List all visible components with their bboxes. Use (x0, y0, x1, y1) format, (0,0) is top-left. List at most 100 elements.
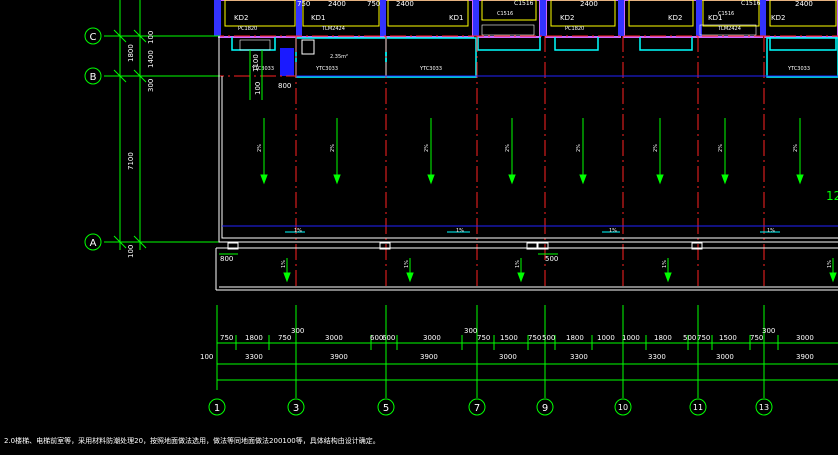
dim-left-100c: 100 (127, 245, 135, 258)
slope-label-8: 2% (793, 144, 799, 152)
tag-kd2-c: KD2 (668, 14, 682, 22)
building-outline (215, 36, 838, 291)
tag-kd2-a: KD2 (234, 14, 248, 22)
bottom-dimension-lines (216, 305, 838, 398)
footnote-text: 2.0楼梯、电梯前室等，采用材料防潮处理20，按照地面做法选用，做法等同地面做法… (4, 437, 380, 445)
dim-b1-e2: 300 (762, 327, 775, 335)
dim-b1-2: 750 (278, 334, 291, 342)
axis-bubble-7: 7 (468, 398, 486, 416)
dim-b1-5: 3000 (423, 334, 441, 342)
bottom-dim-row2: 3300 3900 3900 3000 3300 3300 3000 3900 … (200, 353, 814, 361)
dim-top-2400c: 2400 (580, 0, 598, 8)
dim-b2-0: 3300 (245, 353, 263, 361)
dim-b1-18: 3000 (796, 334, 814, 342)
dim-left-1100: 1100 (252, 54, 260, 72)
tag-c1516-d: C1516 (741, 0, 761, 7)
column-stubs (227, 242, 703, 250)
dim-top-2400d: 2400 (795, 0, 813, 8)
dim-b1-0: 750 (220, 334, 233, 342)
slope-label-5: 2% (576, 144, 582, 152)
dim-left-800: 800 (278, 82, 291, 90)
axis-bubble-5: 5 (377, 398, 395, 416)
side-label-12: 12 (826, 189, 838, 203)
slope-label-h3: 1% (609, 228, 617, 234)
tag-c1516-c: C1516 (514, 0, 534, 7)
left-dimensions (104, 0, 263, 250)
axis-label-a: A (90, 238, 97, 249)
dim-b1-1: 1800 (245, 334, 263, 342)
slope-label-3: 2% (424, 144, 430, 152)
axis-label-10: 10 (618, 403, 628, 412)
dim-b1-e1: 300 (464, 327, 477, 335)
dim-b1-7: 1500 (500, 334, 518, 342)
dim-top-750a: 750 (297, 0, 310, 8)
lower-dim-labels: 800 500 (220, 255, 558, 263)
dim-b1-6: 750 (477, 334, 490, 342)
dim-b2-3: 3000 (499, 353, 517, 361)
slope-labels: 2% 2% 2% 2% 2% 2% 2% 2% 1% 1% 1% 1% 1% 1… (257, 144, 833, 268)
dim-b2-5: 3300 (648, 353, 666, 361)
slope-label-b3: 1% (515, 260, 521, 268)
axis-bubble-c: C (84, 27, 102, 45)
dim-b2-left: 100 (200, 353, 213, 361)
tag-kd2-d: KD2 (771, 14, 785, 22)
slope-label-h2: 1% (456, 228, 464, 234)
axis-label-5: 5 (383, 403, 389, 414)
slope-label-h4: 1% (767, 228, 775, 234)
dim-b1-4: 600 (370, 334, 383, 342)
dim-top-2400b: 2400 (396, 0, 414, 8)
dim-b1-16: 1500 (719, 334, 737, 342)
slope-label-b1: 1% (281, 260, 287, 268)
slope-label-7: 2% (718, 144, 724, 152)
axis-label-c: C (90, 32, 97, 43)
upper-rooms (214, 0, 838, 78)
dim-b2-1: 3900 (330, 353, 348, 361)
dim-b1-17: 750 (750, 334, 763, 342)
dim-b1-10: 1800 (566, 334, 584, 342)
tag-tlm2424-a: TLM2424 (321, 26, 345, 32)
dim-left-1800: 1800 (127, 44, 135, 62)
dim-b1-13: 1800 (654, 334, 672, 342)
dim-b2-7: 3900 (796, 353, 814, 361)
axis-label-3: 3 (293, 403, 299, 414)
dim-b2-2: 3900 (420, 353, 438, 361)
axis-bubble-3: 3 (287, 398, 305, 416)
dim-b1-e0: 300 (291, 327, 304, 335)
slope-label-b5: 1% (827, 260, 833, 268)
dim-800-lower: 800 (220, 255, 233, 263)
tag-pc1820-a: PC1820 (238, 26, 257, 32)
dim-b1-3: 3000 (325, 334, 343, 342)
axis-label-7: 7 (474, 403, 480, 414)
axis-label-b: B (90, 72, 97, 83)
axis-bubble-13: 13 (755, 398, 773, 416)
tag-ytc3033-c: YTC3033 (787, 66, 810, 72)
dim-b1-9: 500 (542, 334, 555, 342)
axis-bubble-1: 1 (208, 398, 226, 416)
left-dim-labels: 1800 100 1400 300 100 7100 100 1100 800 (127, 31, 291, 258)
axis-bubbles-left: C B A (84, 27, 102, 251)
axis-label-1: 1 (214, 403, 220, 414)
dim-b2-4: 3300 (570, 353, 588, 361)
tag-pc1820-b: PC1820 (565, 26, 584, 32)
window-tags: PC1820 TLM2424 PC1820 TLM2424 YTC3033 YT… (238, 26, 810, 72)
dim-left-100a: 100 (147, 31, 155, 44)
axis-bubble-10: 10 (614, 398, 632, 416)
dim-top-2400: 2400 (328, 0, 346, 8)
dim-b1-8: 750 (528, 334, 541, 342)
tag-tlm2424-b: TLM2424 (717, 26, 741, 32)
dim-b1-15: 750 (697, 334, 710, 342)
tag-ytc3033-b: YTC3033 (419, 66, 442, 72)
axis-bubble-a: A (84, 233, 102, 251)
axis-label-9: 9 (542, 403, 548, 414)
axis-bubble-9: 9 (536, 398, 554, 416)
room-tags: KD2 KD1 KD1 KD2 KD2 KD1 KD2 C1516 C1516 … (234, 0, 785, 22)
axis-bubble-11: 11 (689, 398, 707, 416)
tag-kd1-c: KD1 (708, 14, 722, 22)
slope-label-h1: 1% (294, 228, 302, 234)
slope-label-b4: 1% (662, 260, 668, 268)
dim-b2-6: 3000 (716, 353, 734, 361)
tag-ytc3033-d: YTC3033 (251, 66, 274, 72)
slope-arrows (260, 118, 837, 283)
dim-500-lower: 500 (545, 255, 558, 263)
